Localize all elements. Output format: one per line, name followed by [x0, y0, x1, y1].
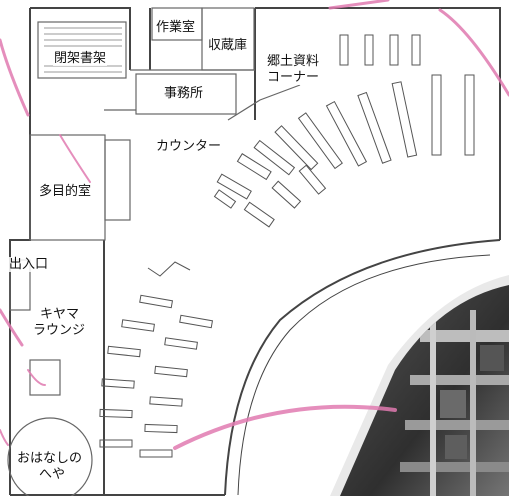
room-label-tamokuteki: 多目的室: [38, 184, 93, 199]
room-label-ohanashi-1: おはなしの: [16, 451, 84, 466]
room-label-kiyama-1: キヤマ: [39, 307, 81, 322]
room-label-kyoudo-shiryou-1: 郷土資料: [266, 54, 321, 69]
room-label-sagyoushitsu: 作業室: [155, 20, 197, 35]
room-label-ohanashi-2: へや: [38, 467, 67, 482]
shelves-upper: [213, 34, 475, 228]
pink-brush-strokes: [0, 0, 509, 450]
room-label-counter: カウンター: [155, 139, 223, 154]
interior-walls: [7, 7, 301, 496]
bookshelf-photo: [330, 275, 509, 496]
room-label-heika-shoka: 閉架書架: [53, 51, 108, 66]
shelves-lower: [99, 261, 214, 458]
room-label-jimusho: 事務所: [163, 86, 205, 101]
room-label-shuzouko: 収蔵庫: [207, 38, 249, 53]
room-label-deiriguchi: 出入口: [8, 257, 50, 272]
room-label-kyoudo-shiryou-2: コーナー: [266, 70, 321, 85]
closed-stacks: [44, 27, 122, 73]
outer-walls: [9, 7, 501, 496]
room-label-kiyama-2: ラウンジ: [32, 323, 87, 338]
